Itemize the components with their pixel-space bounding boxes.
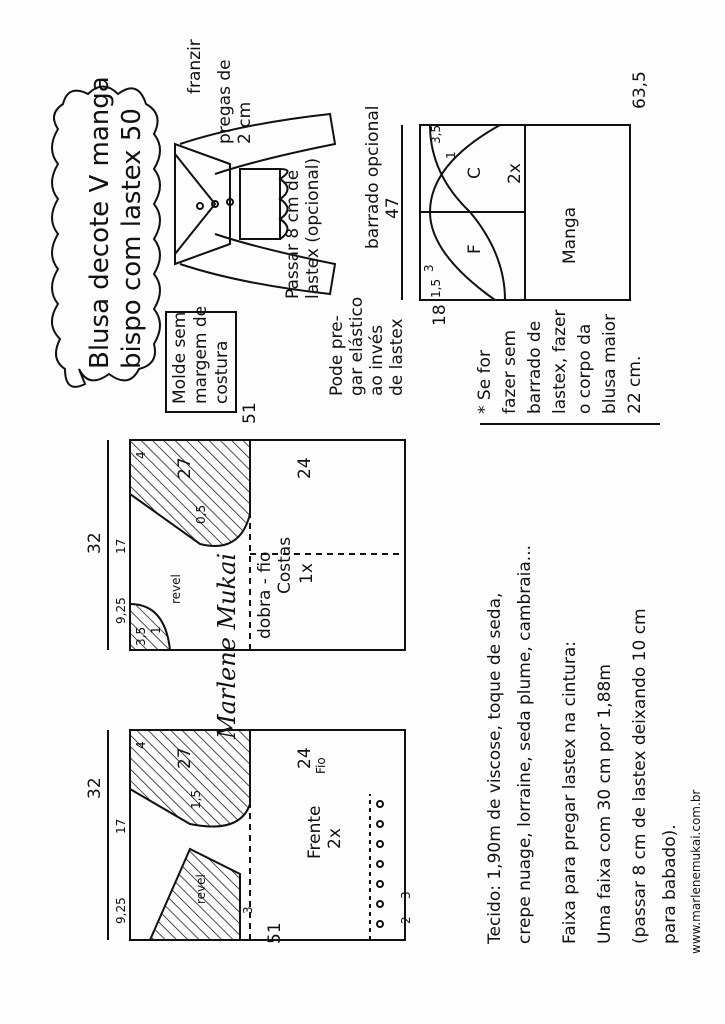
front-grain: Fio	[314, 757, 328, 774]
front-facing: revel	[194, 874, 208, 904]
front-measure: 4	[134, 741, 148, 749]
front-width: 32	[85, 777, 105, 799]
front-qty: 2x	[325, 828, 345, 849]
title-line-2: bispo com lastex 50	[117, 108, 147, 369]
note-line: barrado de	[525, 321, 545, 414]
back-lower: 24	[295, 457, 315, 479]
back-measure: 17	[114, 539, 128, 554]
sleeve-qty: 2x	[505, 163, 525, 184]
sleeve-measure: 3,5	[429, 125, 443, 144]
title-cloud: Blusa decote V manga bispo com lastex 50	[51, 76, 161, 388]
front-name: Frente	[305, 805, 325, 859]
blouse-illustration: pregas de 2 cm franzir barrado opcional …	[174, 39, 407, 396]
sleeve-length: 63,5	[630, 71, 650, 109]
label-pleats-size: 2 cm	[235, 102, 255, 144]
instruction-line: (passar 8 cm de lastex deixando 10 cm	[630, 608, 650, 944]
back-length: 51	[240, 402, 260, 424]
front-measure: 2	[399, 916, 413, 924]
sleeve-pattern: F C Manga 2x 47 63,5 18 3,5 1 3 1,5	[383, 71, 650, 326]
back-upper: 27	[175, 457, 195, 479]
label-elastic: gar elástico	[347, 297, 367, 396]
front-measure: 9,25	[114, 897, 128, 924]
label-elastic: de lastex	[387, 318, 407, 396]
back-name: Costas	[275, 537, 295, 594]
front-length: 51	[265, 922, 285, 944]
back-measure: 4	[134, 451, 148, 459]
label-pleats: pregas de	[215, 59, 235, 144]
sleeve-cuff: 18	[430, 304, 450, 326]
sleeve-measure: 1,5	[429, 279, 443, 298]
button-marks	[376, 800, 384, 928]
label-hem: barrado opcional	[363, 106, 383, 249]
label-elastic: ao invés	[367, 325, 387, 396]
back-facing: revel	[169, 574, 183, 604]
label-gather: franzir	[185, 39, 205, 94]
back-measure: 0,5	[194, 505, 208, 524]
title-line-1: Blusa decote V manga	[85, 76, 115, 369]
note-line: margem de	[191, 306, 211, 404]
front-measure: 3	[241, 906, 255, 914]
back-measure: 1	[149, 626, 163, 634]
back-fold: dobra - fio	[255, 552, 275, 639]
label-lastex: Passar 8 cm de	[283, 170, 303, 299]
front-upper: 27	[175, 747, 195, 769]
label-front-cap: F	[465, 244, 485, 254]
note-line: o corpo da	[575, 324, 595, 414]
back-qty: 1x	[297, 563, 317, 584]
instructions: Tecido: 1,90m de viscose, toque de seda,…	[485, 545, 703, 954]
signature: Marlene Mukai	[213, 553, 241, 740]
note-line: fazer sem	[500, 330, 520, 414]
sleeve-measure: 3	[422, 264, 436, 272]
instruction-line: Faixa para pregar lastex na cintura:	[560, 641, 580, 944]
note-line: Molde sem	[170, 312, 190, 404]
sleeve-width: 47	[383, 197, 403, 219]
back-measure: 9,25	[114, 597, 128, 624]
front-measure: 1,5	[189, 790, 203, 809]
seam-allowance-note: Molde sem margem de costura	[165, 306, 237, 413]
note-line: 22 cm.	[625, 356, 645, 414]
website: www.marlenemukai.com.br	[689, 790, 703, 954]
front-measure: 17	[114, 819, 128, 834]
label-back-cap: C	[465, 167, 485, 179]
label-lastex: lastex (opcional)	[303, 158, 323, 299]
back-measure: 3,5	[134, 627, 148, 646]
back-width: 32	[85, 532, 105, 554]
instruction-line: crepe nuage, lorraine, seda plume, cambr…	[515, 545, 535, 944]
note-line: lastex, fazer	[550, 310, 570, 414]
front-lower: 24	[295, 747, 315, 769]
side-note: * Se for fazer sem barrado de lastex, fa…	[475, 310, 660, 425]
instruction-line: para babado).	[660, 824, 680, 944]
sleeve-name: Manga	[560, 207, 580, 264]
note-line: costura	[212, 341, 232, 404]
front-pattern: Frente 2x Fio 51 27 24 32 9,25 17 4 1,5 …	[85, 729, 413, 944]
sleeve-measure: 1	[444, 151, 458, 159]
front-measure: 3	[399, 891, 413, 899]
note-line: blusa maior	[600, 314, 620, 414]
instruction-line: Uma faixa com 30 cm por 1,88m	[595, 664, 615, 944]
note-line: * Se for	[475, 350, 495, 414]
label-elastic: Pode pre-	[327, 315, 347, 396]
instruction-line: Tecido: 1,90m de viscose, toque de seda,	[485, 593, 505, 945]
back-pattern: Costas 1x dobra - fio 51 27 24 32 9,25 1…	[85, 402, 406, 651]
